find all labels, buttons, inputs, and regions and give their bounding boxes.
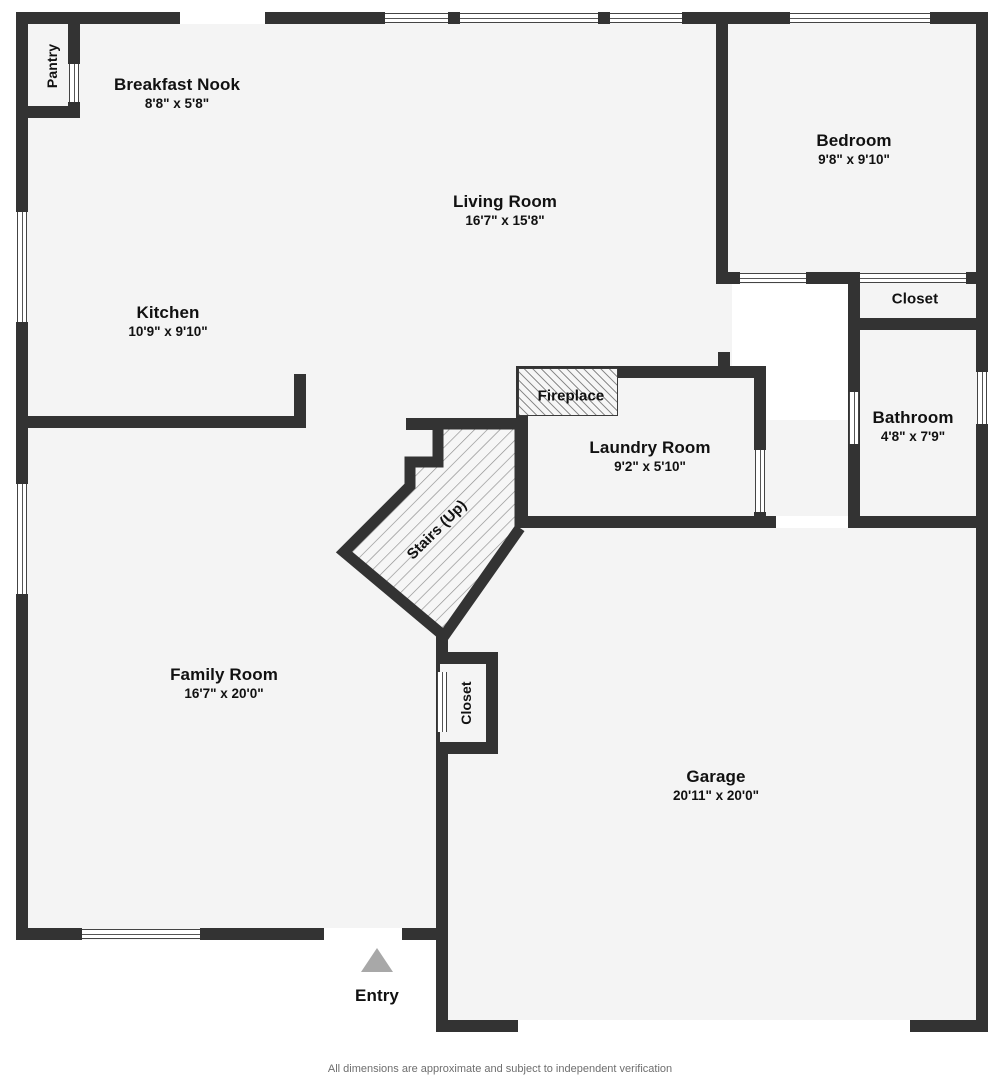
floor-fill-main-lower bbox=[20, 420, 448, 940]
floor-fill-bedroom bbox=[720, 16, 982, 284]
wall-laundry-bottom bbox=[516, 516, 766, 528]
wall-exterior-bottom-b bbox=[200, 928, 324, 940]
wall-kitchen-divider-horizontal bbox=[20, 416, 306, 428]
window-top-2 bbox=[460, 13, 598, 23]
fireplace-hatch bbox=[518, 368, 618, 416]
garage-door-opening[interactable] bbox=[518, 1020, 910, 1032]
room-name-entry: Entry bbox=[355, 986, 399, 1006]
stairs-wall-right bbox=[438, 418, 526, 528]
laundry-door-right[interactable] bbox=[755, 450, 765, 512]
window-left-2 bbox=[17, 484, 27, 594]
wall-exterior-right-garage bbox=[976, 520, 988, 1032]
wall-laundry-top-nub bbox=[718, 352, 730, 370]
floor-fill-garage bbox=[440, 520, 982, 1030]
closet-hall-door[interactable] bbox=[437, 672, 447, 732]
floor-fill-main-upper bbox=[20, 16, 732, 426]
wall-garage-left bbox=[436, 520, 448, 1032]
wall-exterior-bottom-garage-right bbox=[910, 1020, 988, 1032]
entry-door-opening[interactable] bbox=[324, 928, 402, 940]
entry-arrow-icon bbox=[361, 948, 393, 972]
wall-bedroom-bottom-a bbox=[806, 272, 858, 284]
floor-fill-closet-bedroom bbox=[852, 276, 982, 324]
window-top-3 bbox=[610, 13, 682, 23]
wall-exterior-top-c bbox=[930, 12, 988, 24]
window-top-bedroom bbox=[790, 13, 930, 23]
wall-closet-bedroom-bottom bbox=[848, 318, 988, 330]
wall-bedroom-bottom-b bbox=[966, 272, 988, 284]
opening-top-1 bbox=[180, 12, 265, 24]
closet-bedroom-door[interactable] bbox=[858, 273, 966, 283]
wall-exterior-top-pier-1 bbox=[448, 12, 460, 24]
wall-exterior-top-a bbox=[265, 12, 385, 24]
wall-bathroom-bottom bbox=[848, 516, 988, 528]
wall-pantry-bottom bbox=[20, 106, 80, 118]
wall-exterior-bottom-garage-left bbox=[440, 1020, 518, 1032]
window-family-room-bottom bbox=[82, 929, 200, 939]
wall-laundry-right-upper bbox=[754, 366, 766, 450]
wall-stairs-top-rail bbox=[406, 418, 522, 430]
disclaimer-note: All dimensions are approximate and subje… bbox=[327, 1063, 673, 1075]
floor-fill-closet-hall bbox=[440, 656, 494, 752]
floor-fill-bathroom bbox=[852, 320, 982, 528]
wall-exterior-left-b bbox=[16, 322, 28, 484]
bedroom-door-left[interactable] bbox=[740, 273, 806, 283]
wall-pantry-right-top bbox=[68, 22, 80, 64]
window-top-1 bbox=[385, 13, 448, 23]
hall-opening-to-bathroom[interactable] bbox=[776, 516, 848, 528]
wall-living-bedroom-divider bbox=[716, 12, 728, 284]
window-bathroom-right bbox=[977, 372, 987, 424]
window-left-1 bbox=[17, 212, 27, 322]
room-label-entry: Entry bbox=[355, 986, 399, 1006]
wall-closet-hall-top bbox=[436, 652, 498, 664]
wall-exterior-top-left bbox=[20, 12, 180, 24]
bathroom-door[interactable] bbox=[849, 392, 859, 444]
wall-exterior-top-pier-2 bbox=[598, 12, 610, 24]
wall-closet-hall-right bbox=[486, 652, 498, 754]
wall-kitchen-divider-vertical bbox=[294, 374, 306, 422]
wall-bedroom-bottom-stub bbox=[716, 272, 740, 284]
wall-exterior-left-c bbox=[16, 594, 28, 940]
wall-exterior-bottom-a bbox=[16, 928, 82, 940]
wall-exterior-right-bath bbox=[976, 424, 988, 528]
pantry-door[interactable] bbox=[69, 64, 79, 102]
wall-exterior-top-b bbox=[682, 12, 790, 24]
wall-closet-hall-bottom bbox=[436, 742, 498, 754]
